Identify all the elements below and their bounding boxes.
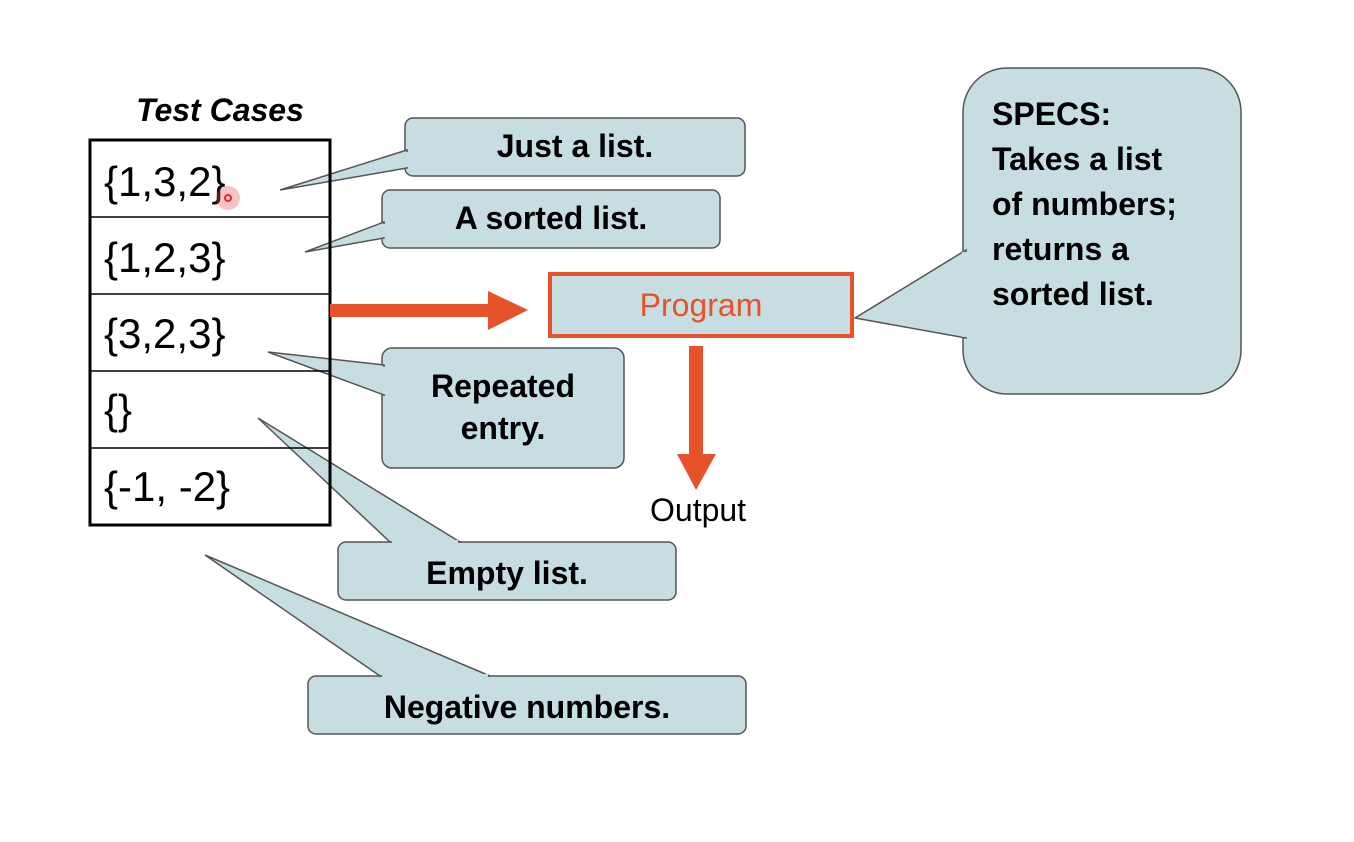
output-label: Output	[650, 492, 747, 528]
callout-specs-box	[962, 67, 1242, 395]
program-box	[548, 272, 854, 338]
specs-line-2: Takes a list	[992, 141, 1163, 177]
callout-repeated-line2: entry.	[460, 410, 546, 446]
specs-line-3: of numbers;	[992, 186, 1177, 222]
test-case-3: {3,2,3}	[104, 310, 226, 357]
specs-line-4: returns a	[992, 231, 1129, 267]
callout-sorted-list-text: A sorted list.	[454, 200, 648, 237]
callout-repeated-text: Repeated entry.	[382, 348, 624, 468]
specs-line-5: sorted list.	[992, 276, 1154, 312]
callout-empty-text: Empty list.	[426, 555, 588, 592]
test-case-5: {-1, -2}	[104, 463, 231, 510]
callout-just-a-list-tail	[279, 148, 408, 191]
test-cases-table	[88, 138, 332, 527]
test-case-4: {}	[104, 386, 133, 433]
specs-text: SPECS: Takes a list of numbers; returns …	[992, 92, 1232, 317]
callout-repeated-box	[381, 347, 625, 469]
output-arrow	[677, 346, 716, 490]
test-case-1: {1,3,2}	[104, 158, 226, 205]
callout-empty-box	[337, 541, 677, 601]
test-cases-title: Test Cases	[136, 92, 304, 128]
callout-repeated-line1: Repeated	[430, 368, 576, 405]
callout-repeated-tail	[267, 351, 385, 397]
callout-sorted-list-box	[381, 189, 721, 249]
program-label: Program	[639, 286, 763, 323]
callout-just-a-list-box	[404, 117, 746, 177]
test-case-2: {1,2,3}	[104, 234, 226, 281]
callout-specs-tail	[852, 248, 967, 339]
callout-negative-text: Negative numbers.	[383, 689, 671, 726]
input-arrow	[330, 291, 528, 330]
callout-negative-box	[307, 675, 747, 735]
callout-just-a-list-text: Just a list.	[496, 128, 654, 165]
specs-line-1: SPECS:	[992, 96, 1112, 132]
cursor-indicator	[216, 186, 240, 210]
callout-sorted-list-tail	[304, 220, 385, 253]
